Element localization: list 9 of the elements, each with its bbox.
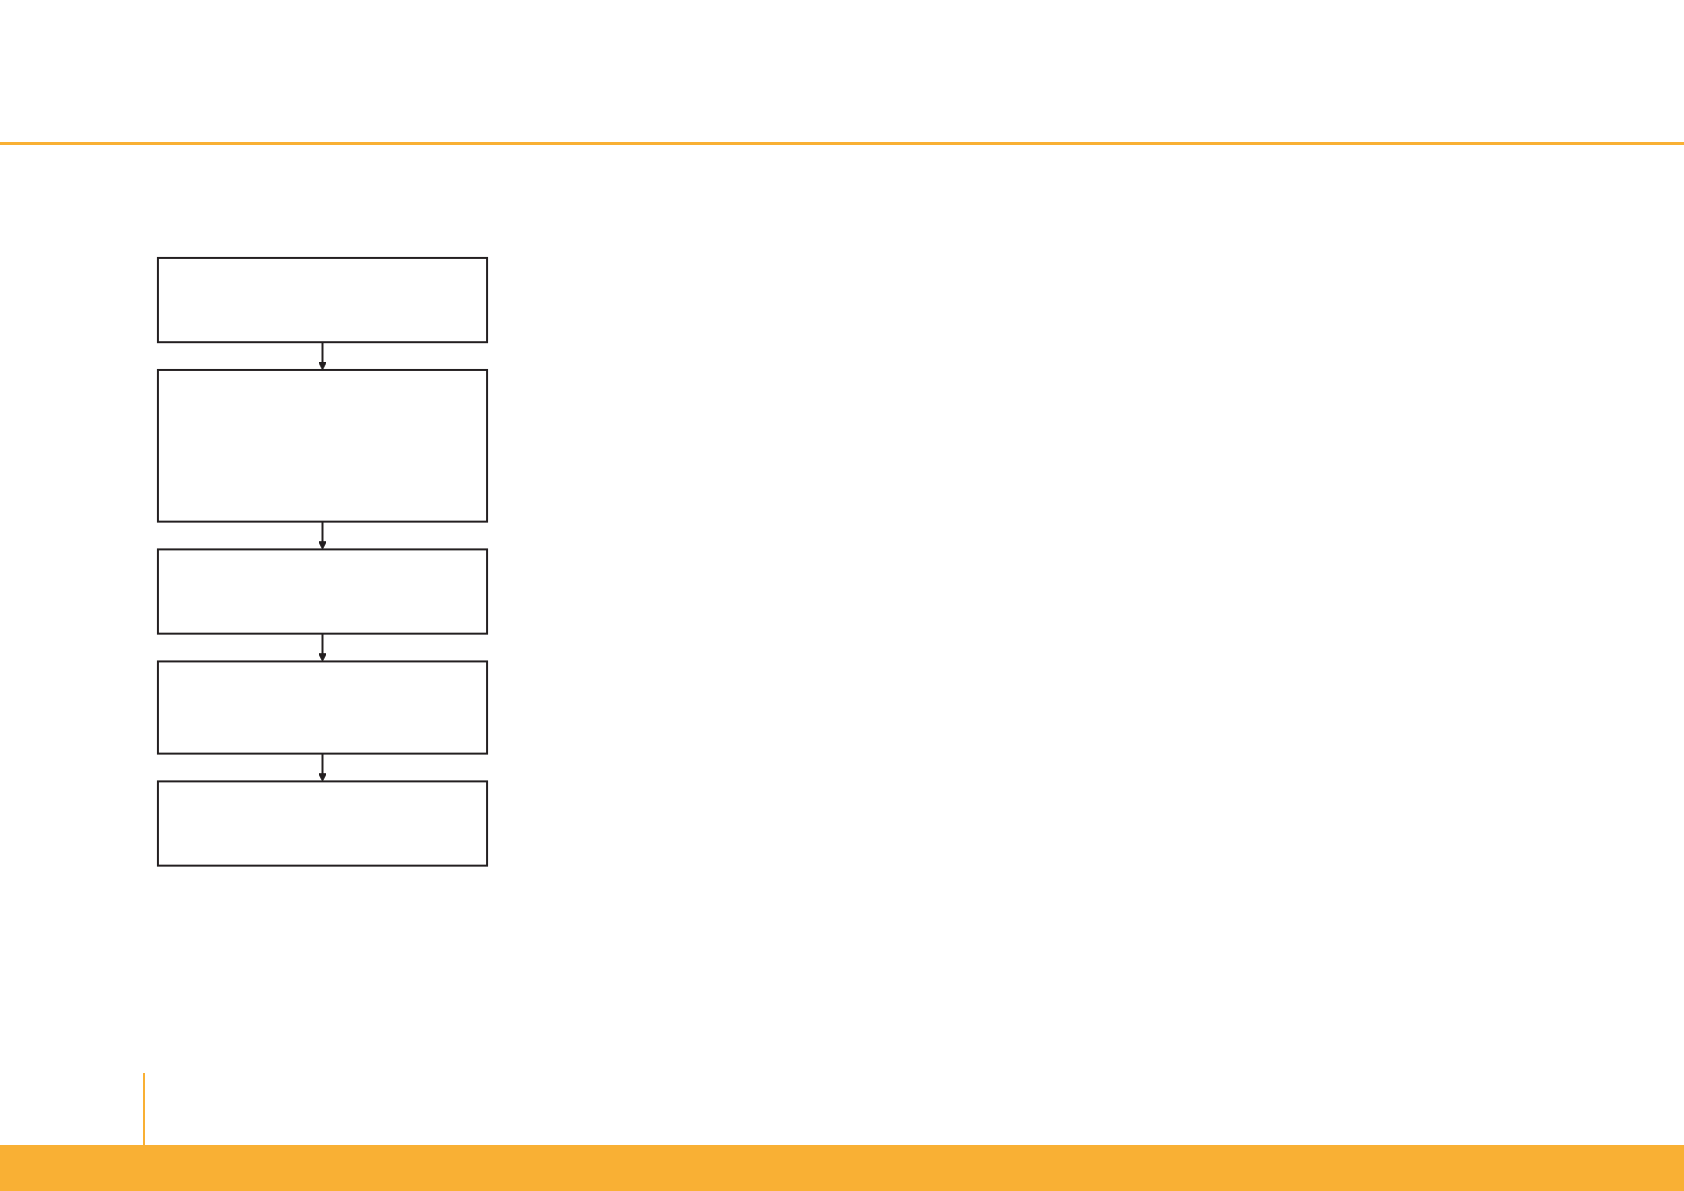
arrow	[318, 520, 327, 550]
arrow	[318, 632, 327, 662]
arrow	[318, 341, 327, 371]
node-box	[156, 780, 489, 867]
node-box	[156, 660, 489, 755]
node-box	[156, 256, 489, 344]
node-box	[156, 368, 489, 523]
arrow	[318, 752, 327, 782]
node-box	[156, 548, 489, 635]
